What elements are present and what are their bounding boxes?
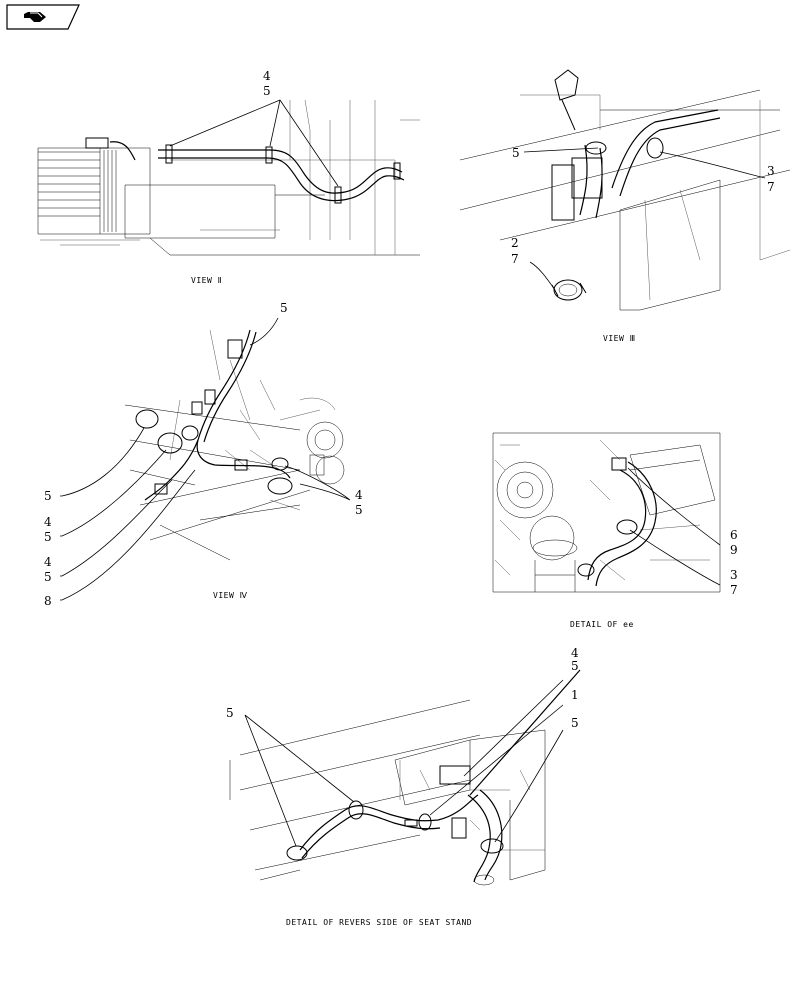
callout-5: 5	[280, 301, 288, 315]
callout-3: 3	[730, 568, 738, 582]
callout-5: 5	[263, 84, 271, 98]
callout-4: 4	[44, 515, 52, 529]
callout-7: 7	[511, 252, 519, 266]
callout-9: 9	[730, 543, 738, 557]
view-3-title: VIEW Ⅲ	[603, 334, 636, 343]
back-button[interactable]	[6, 4, 80, 30]
detail-ee-drawing	[492, 432, 721, 593]
view-4-title: VIEW Ⅳ	[213, 591, 248, 600]
callout-5: 5	[44, 530, 52, 544]
view-4-drawing	[60, 317, 351, 601]
callout-5: 5	[512, 146, 520, 160]
callout-5: 5	[355, 503, 363, 517]
callout-4: 4	[355, 488, 363, 502]
callout-6: 6	[730, 528, 738, 542]
callout-4: 4	[263, 69, 271, 83]
callout-3: 3	[767, 164, 775, 178]
callout-7: 7	[730, 583, 738, 597]
callout-5: 5	[44, 570, 52, 584]
view-2-title: VIEW Ⅱ	[191, 276, 222, 285]
back-arrow-icon	[6, 4, 80, 30]
view-2-drawing	[37, 99, 420, 256]
callout-5: 5	[44, 489, 52, 503]
callout-8: 8	[44, 594, 52, 608]
callout-5: 5	[571, 716, 579, 730]
callout-5: 5	[571, 659, 579, 673]
detail-seat-stand-title: DETAIL OF REVERS SIDE OF SEAT STAND	[286, 918, 472, 927]
callout-7: 7	[767, 180, 775, 194]
detail-seat-stand-drawing	[229, 669, 581, 886]
callout-1: 1	[571, 688, 579, 702]
view-3-drawing	[459, 69, 791, 311]
callout-2: 2	[511, 236, 519, 250]
detail-ee-title: DETAIL OF ee	[570, 620, 634, 629]
callout-4: 4	[571, 646, 579, 660]
callout-5: 5	[226, 706, 234, 720]
callout-4: 4	[44, 555, 52, 569]
